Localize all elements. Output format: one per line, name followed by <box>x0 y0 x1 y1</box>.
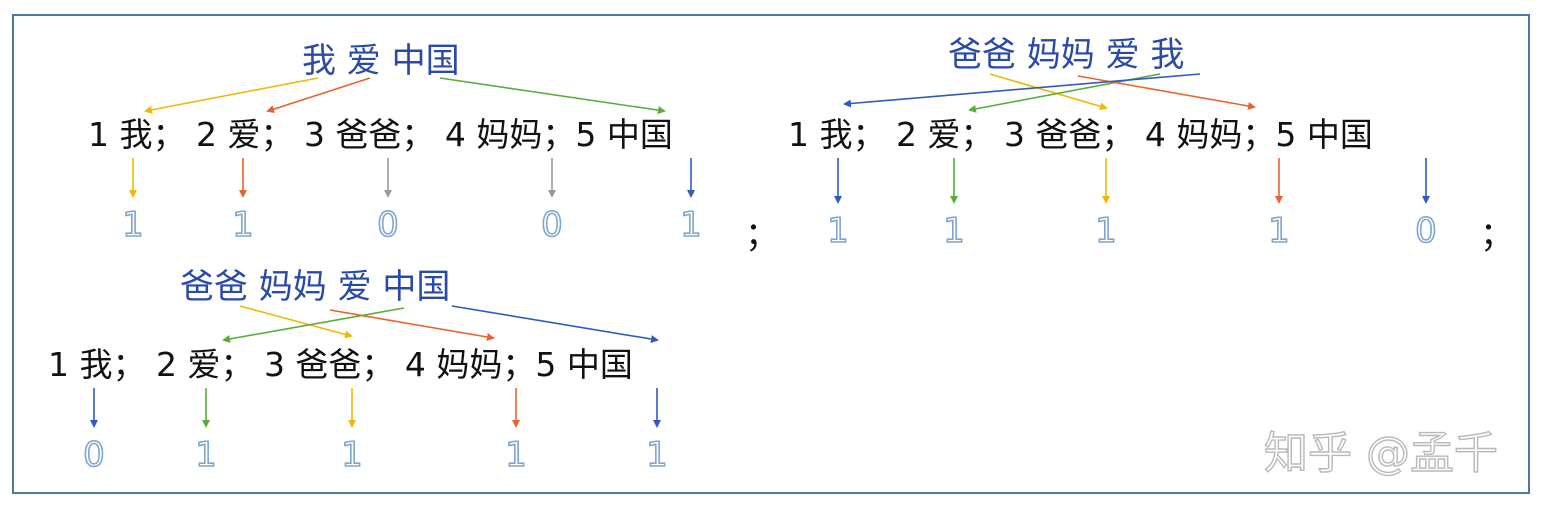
vocab-row-2: 1 我； 2 爱； 3 爸爸； 4 妈妈；5 中国 <box>788 115 1373 154</box>
separator-2: ； <box>1480 215 1514 255</box>
sentence-2: 爸爸 妈妈 爱 我 <box>948 35 1184 75</box>
vector-value: 1 <box>505 435 527 475</box>
separator-1: ； <box>745 215 779 255</box>
vector-value: 1 <box>943 211 965 251</box>
vocab-row-3: 1 我； 2 爱； 3 爸爸； 4 妈妈；5 中国 <box>48 345 633 384</box>
vector-value: 1 <box>232 205 254 245</box>
diagram-frame <box>12 14 1530 494</box>
arrow-mama-to-4 <box>222 307 405 343</box>
vector-value: 0 <box>83 435 105 475</box>
example-2: 爸爸 妈妈 爱 我 1 我； 2 爱； 3 爸爸； 4 妈妈；5 中国 1 1 … <box>788 35 1514 255</box>
vector-value: 0 <box>377 205 399 245</box>
arrow-zhongguo-to-5 <box>451 305 659 343</box>
example-1: 我 爱 中国 1 我； 2 爱； 3 爸爸； 4 妈妈；5 中国 1 1 0 0… <box>88 41 779 255</box>
arrow-ai-to-2 <box>266 77 371 113</box>
sentence-1: 我 爱 中国 <box>302 41 460 81</box>
vocab-row-1: 1 我； 2 爱； 3 爸爸； 4 妈妈；5 中国 <box>88 115 673 154</box>
vector-value: 1 <box>341 435 363 475</box>
vector-value: 1 <box>646 435 668 475</box>
vector-value: 1 <box>1268 211 1290 251</box>
arrow-ai-to-2 <box>1077 75 1256 110</box>
arrow-wo-to-1 <box>144 77 319 114</box>
arrow-ai-to-2 <box>329 309 495 341</box>
vector-value: 1 <box>195 435 217 475</box>
vector-value: 1 <box>827 211 849 251</box>
arrow-wo-to-1 <box>843 73 1201 108</box>
watermark: 知乎 @孟千 <box>1264 428 1498 479</box>
arrow-zhongguo-to-5 <box>439 77 666 115</box>
vector-value: 1 <box>680 205 702 245</box>
vector-value: 0 <box>541 205 563 245</box>
vector-value: 1 <box>1095 211 1117 251</box>
vector-value: 0 <box>1415 211 1437 251</box>
arrow-baba-to-3 <box>989 73 1108 111</box>
example-3: 爸爸 妈妈 爱 中国 1 我； 2 爱； 3 爸爸； 4 妈妈；5 中国 0 1… <box>48 267 669 476</box>
arrow-baba-to-3 <box>239 305 353 339</box>
vector-value: 1 <box>122 205 144 245</box>
sentence-3: 爸爸 妈妈 爱 中国 <box>180 267 450 307</box>
